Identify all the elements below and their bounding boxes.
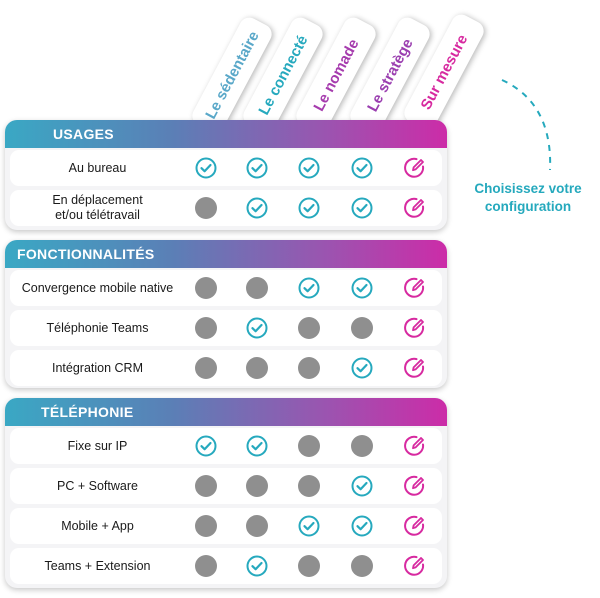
edit-pencil-icon[interactable] (404, 357, 426, 379)
table-row: En déplacement et/ou télétravail (10, 190, 442, 226)
unavailable-dot-icon (195, 555, 217, 577)
section-header: USAGES (5, 120, 447, 148)
cta-line-1: Choisissez votre (474, 181, 582, 196)
row-label: Fixe sur IP (67, 438, 128, 453)
unavailable-dot-icon (351, 555, 373, 577)
unavailable-dot-icon (195, 277, 217, 299)
edit-pencil-icon[interactable] (404, 317, 426, 339)
dashed-pointer-arrow (501, 79, 552, 171)
edit-pencil-icon[interactable] (404, 277, 426, 299)
check-circle-icon (351, 357, 373, 379)
table-row: Au bureau (10, 150, 442, 186)
check-circle-icon (246, 157, 268, 179)
table-row: Mobile + App (10, 508, 442, 544)
table-row: Convergence mobile native (10, 270, 442, 306)
unavailable-dot-icon (195, 197, 217, 219)
unavailable-dot-icon (246, 475, 268, 497)
check-circle-icon (351, 197, 373, 219)
unavailable-dot-icon (351, 435, 373, 457)
table-row: Teams + Extension (10, 548, 442, 584)
row-label: Au bureau (68, 160, 127, 175)
check-circle-icon (298, 277, 320, 299)
row-label: PC + Software (57, 478, 138, 493)
unavailable-dot-icon (195, 317, 217, 339)
check-circle-icon (298, 515, 320, 537)
table-row: Fixe sur IP (10, 428, 442, 464)
section-title: TÉLÉPHONIE (41, 404, 134, 420)
table-row: Téléphonie Teams (10, 310, 442, 346)
unavailable-dot-icon (195, 515, 217, 537)
check-circle-icon (298, 157, 320, 179)
edit-pencil-icon[interactable] (404, 515, 426, 537)
edit-pencil-icon[interactable] (404, 157, 426, 179)
table-row: PC + Software (10, 468, 442, 504)
table-row: Intégration CRM (10, 350, 442, 386)
section-usages: USAGES Au bureau En déplacement et/ou té… (5, 120, 447, 230)
section-title: FONCTIONNALITÉS (17, 246, 155, 262)
check-circle-icon (351, 157, 373, 179)
unavailable-dot-icon (298, 475, 320, 497)
section-header: TÉLÉPHONIE (5, 398, 447, 426)
row-label: En déplacement et/ou télétravail (52, 193, 143, 222)
unavailable-dot-icon (246, 277, 268, 299)
unavailable-dot-icon (246, 357, 268, 379)
unavailable-dot-icon (298, 317, 320, 339)
check-circle-icon (246, 197, 268, 219)
cta-line-2: configuration (484, 199, 572, 214)
row-label: Mobile + App (61, 518, 134, 533)
check-circle-icon (246, 317, 268, 339)
unavailable-dot-icon (246, 515, 268, 537)
choose-configuration-cta[interactable]: Choisissez votre configuration (462, 180, 594, 216)
row-label: Intégration CRM (51, 360, 143, 375)
check-circle-icon (298, 197, 320, 219)
check-circle-icon (351, 277, 373, 299)
check-circle-icon (246, 555, 268, 577)
row-label: Téléphonie Teams (46, 320, 149, 335)
unavailable-dot-icon (195, 357, 217, 379)
check-circle-icon (246, 435, 268, 457)
edit-pencil-icon[interactable] (404, 555, 426, 577)
check-circle-icon (195, 157, 217, 179)
row-label: Teams + Extension (44, 558, 151, 573)
unavailable-dot-icon (298, 435, 320, 457)
check-circle-icon (195, 435, 217, 457)
check-circle-icon (351, 515, 373, 537)
edit-pencil-icon[interactable] (404, 197, 426, 219)
section-header: FONCTIONNALITÉS (5, 240, 447, 268)
unavailable-dot-icon (351, 317, 373, 339)
row-label: Convergence mobile native (21, 280, 174, 295)
section-fonctionnalites: FONCTIONNALITÉS Convergence mobile nativ… (5, 240, 447, 388)
check-circle-icon (351, 475, 373, 497)
edit-pencil-icon[interactable] (404, 435, 426, 457)
edit-pencil-icon[interactable] (404, 475, 426, 497)
unavailable-dot-icon (195, 475, 217, 497)
section-title: USAGES (53, 126, 114, 142)
unavailable-dot-icon (298, 357, 320, 379)
unavailable-dot-icon (298, 555, 320, 577)
section-telephonie: TÉLÉPHONIE Fixe sur IP PC + Software Mob… (5, 398, 447, 588)
